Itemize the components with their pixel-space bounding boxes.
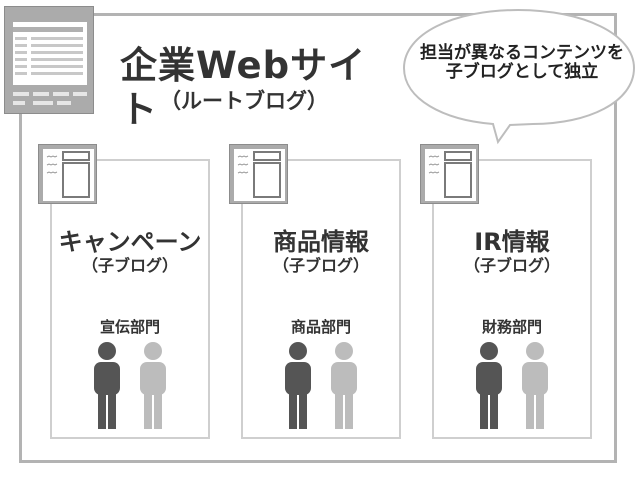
child-blog-title: キャンペーン <box>58 228 202 256</box>
root-site-page-icon <box>4 6 94 114</box>
child-blog-page-icon <box>38 144 97 204</box>
callout-text: 担当が異なるコンテンツを 子ブログとして独立 <box>408 44 636 82</box>
child-blog-subtitle: （子ブログ） <box>272 256 369 275</box>
child-blog-title: 商品情報 <box>273 228 369 256</box>
root-blog-title: 企業Webサイト <box>120 44 367 131</box>
staff-people-icon <box>94 342 166 429</box>
speech-bubble <box>402 8 636 145</box>
staff-people-icon <box>476 342 548 429</box>
child-blog-subtitle: （子ブログ） <box>81 256 178 275</box>
child-blog-campaign: キャンペーン （子ブログ） 宣伝部門 <box>50 159 210 439</box>
root-blog-subtitle: （ルートブログ） <box>160 89 328 113</box>
department-label: 宣伝部門 <box>99 318 160 336</box>
child-blog-products: 商品情報 （子ブログ） 商品部門 <box>241 159 401 439</box>
department-label: 財務部門 <box>481 318 542 336</box>
callout-line-2: 子ブログとして独立 <box>445 62 599 82</box>
department-label: 商品部門 <box>290 318 351 336</box>
child-blog-title: IR情報 <box>474 228 550 256</box>
child-blog-subtitle: （子ブログ） <box>463 256 560 275</box>
callout-line-1: 担当が異なるコンテンツを <box>420 43 624 63</box>
child-blog-ir: IR情報 （子ブログ） 財務部門 <box>432 159 592 439</box>
staff-people-icon <box>285 342 357 429</box>
child-blog-page-icon <box>420 144 479 204</box>
child-blog-page-icon <box>229 144 288 204</box>
